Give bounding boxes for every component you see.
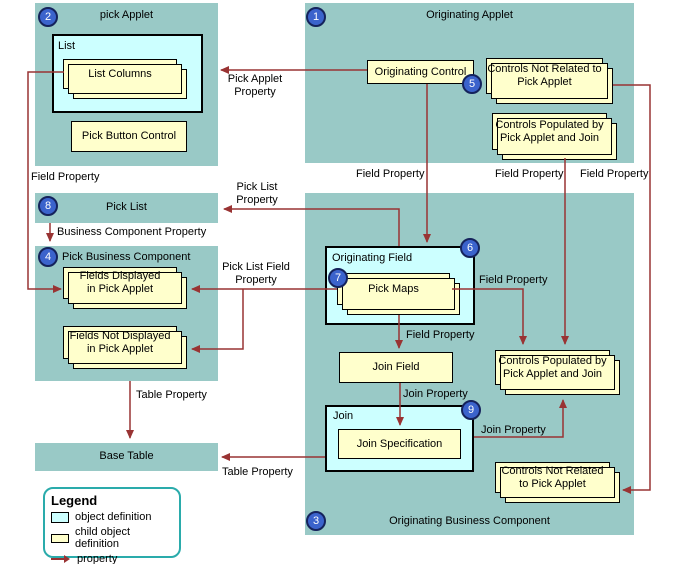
label-field-property-controls-populated: Field Property bbox=[495, 168, 564, 180]
pick-button-control-box: Pick Button Control bbox=[71, 121, 187, 152]
pick-button-control-label: Pick Button Control bbox=[81, 130, 177, 142]
label-field-property-originating-control: Field Property bbox=[356, 168, 425, 180]
pick-business-component-title: Pick Business Component bbox=[62, 251, 191, 263]
label-join-property-join-field: Join Property bbox=[403, 388, 468, 400]
join-field-box: Join Field bbox=[339, 352, 453, 383]
fields-not-displayed-box: Fields Not Displayed in Pick Applet bbox=[63, 326, 187, 369]
label-join-property-join: Join Property bbox=[481, 424, 546, 436]
badge-9: 9 bbox=[461, 400, 481, 420]
legend: Legend object definition child object de… bbox=[43, 487, 181, 564]
label-field-property-list-columns: Field Property bbox=[31, 171, 100, 183]
controls-populated-top-label: Controls Populated by Pick Applet and Jo… bbox=[495, 118, 604, 144]
label-table-property-join: Table Property bbox=[222, 466, 293, 478]
pick-list-title: Pick List bbox=[106, 201, 147, 213]
badge-6: 6 bbox=[460, 238, 480, 258]
legend-item-property: property bbox=[51, 553, 173, 564]
originating-control-label: Originating Control bbox=[374, 65, 467, 78]
join-specification-box: Join Specification bbox=[338, 429, 461, 459]
controls-populated-bottom-label: Controls Populated by Pick Applet and Jo… bbox=[498, 354, 607, 380]
label-pick-list-field-property: Pick List Field Property bbox=[222, 261, 290, 286]
list-columns-box: List Columns bbox=[63, 59, 187, 99]
originating-business-component-title: Originating Business Component bbox=[389, 515, 550, 527]
object-definition-swatch bbox=[51, 511, 69, 523]
badge-7: 7 bbox=[328, 268, 348, 288]
join-specification-label: Join Specification bbox=[356, 437, 443, 450]
controls-not-related-top-label: Controls Not Related to Pick Applet bbox=[487, 63, 602, 88]
legend-item-label: child object definition bbox=[75, 526, 131, 550]
container-pick-list bbox=[35, 193, 218, 223]
badge-4: 4 bbox=[38, 247, 58, 267]
badge-1: 1 bbox=[306, 7, 326, 27]
label-business-component-property: Business Component Property bbox=[57, 226, 207, 238]
legend-item-child-object-definition: child object definition bbox=[51, 526, 173, 550]
label-pick-list-property: Pick List Property bbox=[236, 181, 278, 206]
base-table-title: Base Table bbox=[99, 450, 154, 462]
container-base-table bbox=[35, 443, 218, 471]
label-field-property-controls-not-related: Field Property bbox=[580, 168, 649, 180]
legend-title: Legend bbox=[51, 493, 98, 508]
label-field-property-pick-maps-down: Field Property bbox=[406, 329, 475, 341]
legend-item-object-definition: object definition bbox=[51, 511, 173, 523]
badge-2: 2 bbox=[38, 7, 58, 27]
fields-not-displayed-label: Fields Not Displayed in Pick Applet bbox=[69, 329, 171, 355]
fields-displayed-label: Fields Displayed in Pick Applet bbox=[79, 270, 161, 295]
badge-3: 3 bbox=[306, 511, 326, 531]
controls-populated-top-box: Controls Populated by Pick Applet and Jo… bbox=[492, 113, 617, 160]
legend-item-label: object definition bbox=[75, 511, 152, 523]
label-field-property-pick-maps-right: Field Property bbox=[479, 274, 548, 286]
originating-field-title: Originating Field bbox=[332, 252, 413, 264]
legend-item-label: property bbox=[77, 553, 118, 564]
controls-not-related-top-box: Controls Not Related to Pick Applet bbox=[486, 58, 613, 104]
join-title: Join bbox=[333, 410, 354, 422]
pick-maps-box: Pick Maps bbox=[337, 273, 460, 315]
list-title: List bbox=[58, 40, 76, 52]
badge-8: 8 bbox=[38, 196, 58, 216]
controls-not-related-bottom-box: Controls Not Related to Pick Applet bbox=[495, 462, 620, 503]
controls-populated-bottom-box: Controls Populated by Pick Applet and Jo… bbox=[495, 350, 620, 395]
join-field-label: Join Field bbox=[372, 361, 420, 373]
label-table-property-pbc: Table Property bbox=[136, 389, 207, 401]
child-object-definition-swatch bbox=[51, 533, 69, 543]
badge-5: 5 bbox=[462, 74, 482, 94]
fields-displayed-box: Fields Displayed in Pick Applet bbox=[63, 267, 187, 309]
list-columns-label: List Columns bbox=[88, 67, 152, 80]
pick-maps-label: Pick Maps bbox=[368, 282, 419, 295]
originating-applet-title: Originating Applet bbox=[426, 9, 513, 21]
pick-applet-title: pick Applet bbox=[99, 9, 154, 21]
originating-control-box: Originating Control bbox=[367, 60, 474, 84]
property-arrow-icon bbox=[51, 555, 71, 563]
label-pick-applet-property: Pick Applet Property bbox=[227, 73, 283, 98]
controls-not-related-bottom-label: Controls Not Related to Pick Applet bbox=[501, 464, 604, 490]
